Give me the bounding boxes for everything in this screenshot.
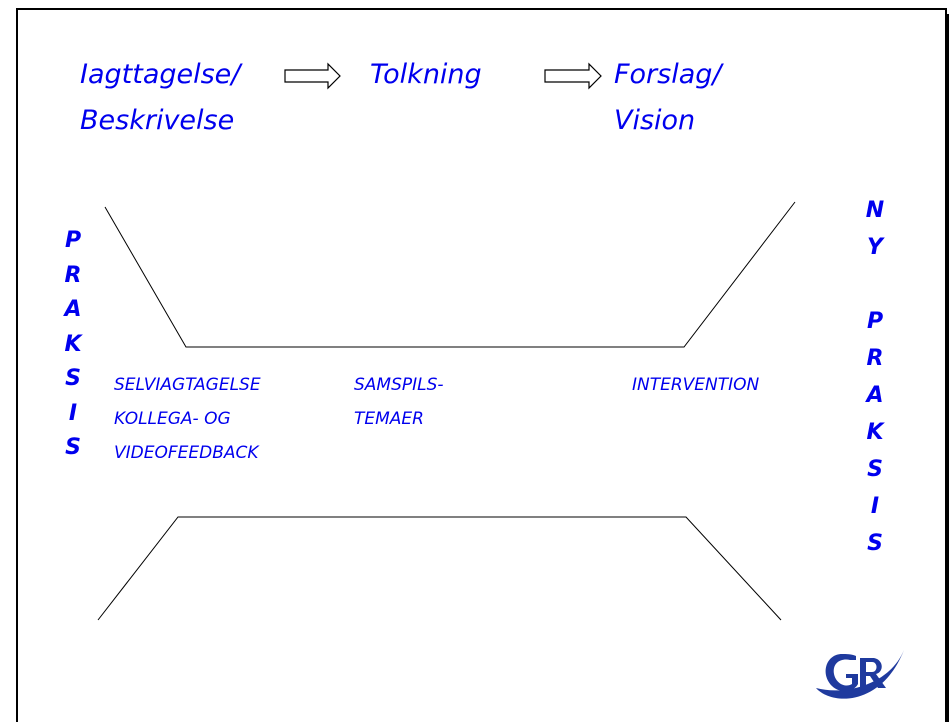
vertical-letter: A (866, 383, 884, 408)
heading-interpretation: Tolkning (370, 52, 482, 98)
label-line: VIDEOFEEDBACK (114, 443, 259, 463)
vertical-letter: S (65, 435, 81, 460)
left-vertical-label: P R A K S I S (58, 224, 88, 466)
vertical-letter: K (866, 420, 884, 445)
label-line: SAMSPILS- (354, 375, 444, 395)
label-line: INTERVENTION (632, 375, 760, 395)
heading-observation-line1: Iagttagelse/ (80, 59, 241, 90)
vertical-letter: N (865, 198, 885, 223)
gr-logo (816, 650, 904, 699)
vertical-letter: R (64, 262, 82, 288)
label-line: SELVIAGTAGELSE (114, 375, 261, 395)
label-self-observation: SELVIAGTAGELSE KOLLEGA- OG VIDEOFEEDBACK (114, 368, 261, 470)
heading-observation: Iagttagelse/ Beskrivelse (80, 52, 240, 144)
vertical-letter: A (64, 297, 82, 322)
upper-funnel-line (104, 201, 796, 348)
label-line: KOLLEGA- OG (114, 409, 231, 429)
vertical-letter: S (867, 531, 883, 556)
lower-funnel-line (97, 516, 782, 621)
label-interaction-themes: SAMSPILS- TEMAER (354, 368, 444, 436)
vertical-letter: Y (867, 235, 883, 260)
vertical-letter: P (866, 309, 884, 334)
vertical-letter: K (64, 331, 82, 357)
label-intervention: INTERVENTION (632, 368, 759, 402)
heading-proposal: Forslag/ Vision (614, 52, 722, 144)
vertical-letter: R (866, 346, 884, 371)
heading-proposal-line1: Forslag/ (614, 59, 722, 90)
heading-interpretation-line1: Tolkning (370, 59, 482, 90)
vertical-letter: I (68, 400, 78, 426)
vertical-letter: I (870, 494, 880, 519)
vertical-letter (860, 266, 890, 303)
label-line: TEMAER (354, 409, 424, 429)
frame-shadow (945, 14, 949, 722)
vertical-letter: S (867, 457, 883, 482)
vertical-letter: P (64, 228, 82, 253)
vertical-letter: S (65, 366, 81, 391)
heading-proposal-line2: Vision (614, 105, 696, 136)
heading-observation-line2: Beskrivelse (80, 105, 235, 136)
arrow-icon (284, 62, 341, 90)
right-vertical-label: N Y P R A K S I S (860, 192, 890, 562)
arrow-icon (544, 62, 602, 90)
